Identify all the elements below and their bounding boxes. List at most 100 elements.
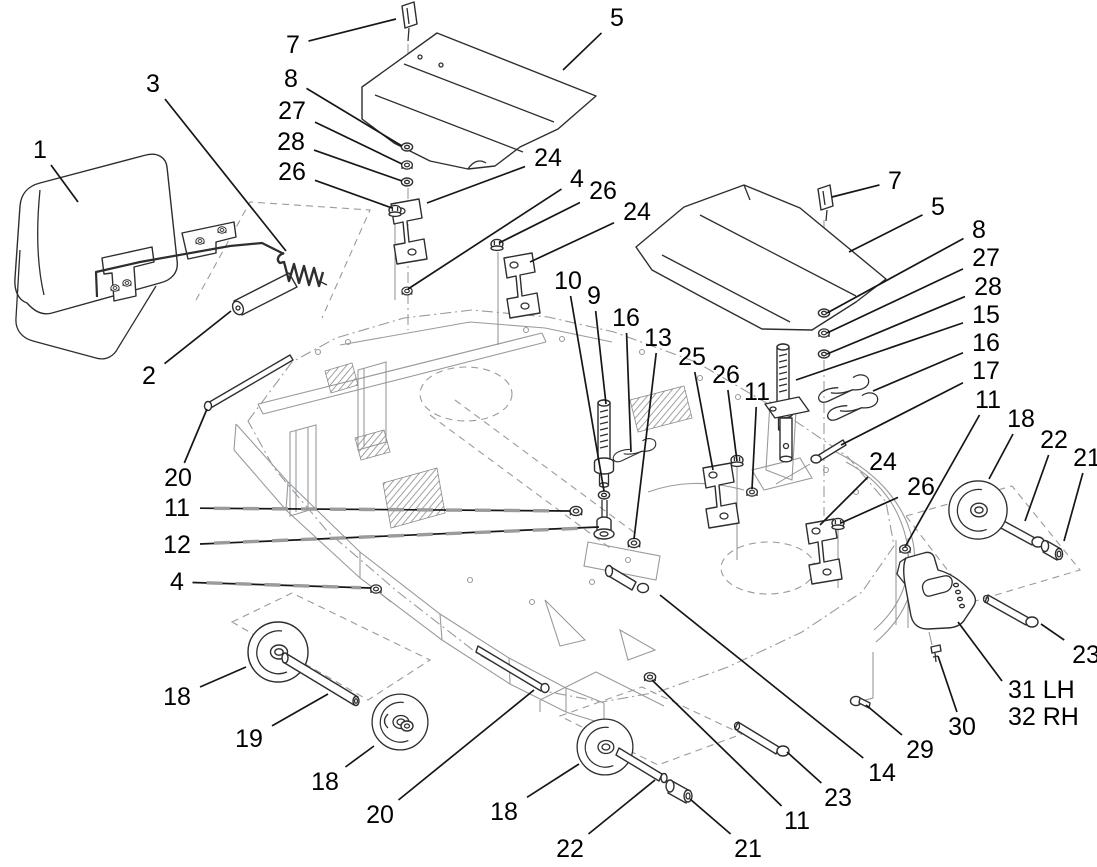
callout-24: 24 — [819, 448, 897, 526]
gauge-wheels — [203, 354, 1008, 804]
leader-line — [562, 32, 603, 71]
axle-bolt — [615, 747, 663, 782]
leader-line — [164, 98, 287, 252]
leader-line — [397, 689, 535, 801]
warning-decal — [382, 467, 446, 529]
leader-line — [1040, 623, 1065, 641]
leader-line — [826, 295, 966, 355]
cover-rod — [94, 241, 285, 298]
leader-line — [633, 352, 658, 540]
part-number-label: 11 — [164, 494, 190, 522]
leader-line-dashed-overlay — [206, 581, 362, 590]
leader-line — [498, 201, 581, 244]
callout-17: 17 — [840, 357, 1000, 446]
leader-line — [840, 496, 899, 524]
part-number-label: 26 — [589, 177, 617, 205]
leader-line — [344, 745, 375, 768]
callout-24: 24 — [426, 144, 562, 204]
callout-26: 26 — [840, 473, 935, 524]
torsion-spring — [276, 251, 325, 288]
blade-opening-left — [419, 366, 513, 422]
leader-line — [848, 214, 923, 253]
callout-8: 8 — [826, 216, 986, 314]
part-number-label: 18 — [1007, 405, 1035, 433]
mount-plate-outline — [195, 201, 371, 319]
callout-30: 30 — [937, 655, 976, 741]
leader-line — [840, 381, 964, 446]
callout-13: 13 — [633, 324, 672, 540]
part-number-label: 4 — [570, 165, 584, 193]
callout-22: 22 — [1024, 426, 1068, 522]
part-number-label: 24 — [869, 448, 897, 476]
belt-cover — [14, 153, 179, 315]
leader-line — [50, 164, 79, 203]
part-number-label: 27 — [972, 244, 1000, 272]
callout-19: 19 — [235, 693, 329, 753]
callout-21: 21 — [1063, 444, 1097, 542]
part-number-label: 32 RH — [1008, 703, 1079, 731]
leader-line — [526, 763, 580, 798]
leader-line — [407, 188, 562, 290]
leader-line — [271, 693, 329, 727]
side-height-bracket — [849, 513, 1064, 709]
part-number-label: 20 — [366, 801, 394, 829]
part-number-label: 22 — [1040, 426, 1068, 454]
part-number-label: 11 — [784, 807, 810, 835]
leader-line — [872, 351, 964, 392]
callout-2: 2 — [142, 310, 232, 390]
warning-decal — [324, 362, 359, 394]
part-number-label: 1 — [33, 136, 47, 164]
deck-bolt-holes — [314, 326, 860, 606]
part-number-label: 21 — [734, 835, 762, 863]
part-number-label: 31 LH — [1008, 676, 1075, 704]
leader-line — [308, 18, 397, 42]
leader-line — [826, 237, 964, 314]
callout-18: 18 — [163, 666, 247, 711]
callout-12: 12 — [163, 526, 600, 559]
leader-line — [314, 121, 403, 165]
callout-7: 7 — [286, 18, 397, 59]
callout-9: 9 — [587, 282, 607, 405]
leader-line — [313, 149, 403, 182]
callout-24: 24 — [529, 198, 651, 263]
hinge-pin — [817, 184, 834, 211]
callout-18: 18 — [311, 745, 375, 796]
callout-26: 26 — [278, 158, 393, 209]
part-number-label: 13 — [644, 324, 672, 352]
callout-28: 28 — [826, 273, 1002, 355]
callout-21: 21 — [689, 798, 762, 863]
part-number-label: 18 — [490, 798, 518, 826]
callout-20: 20 — [164, 408, 208, 492]
leader-line — [751, 406, 758, 490]
rod — [475, 645, 544, 692]
leader-line — [587, 779, 656, 835]
part-number-label: 18 — [311, 768, 339, 796]
part-number-label: 7 — [888, 167, 902, 195]
leader-line — [529, 221, 615, 263]
leader-line — [569, 295, 605, 492]
discharge-deflector-right — [635, 184, 887, 359]
bolt — [930, 644, 942, 654]
callout-20: 20 — [366, 689, 535, 829]
part-number-label: 17 — [972, 357, 1000, 385]
callout-26: 26 — [712, 361, 740, 462]
callout-16: 16 — [872, 329, 1000, 392]
leader-line — [689, 798, 732, 835]
part-number-label: 23 — [1072, 641, 1097, 669]
part-number-label: 18 — [163, 683, 191, 711]
callout-18: 18 — [490, 763, 580, 826]
part-number-label: 21 — [1073, 444, 1097, 472]
callout-26: 26 — [498, 177, 617, 244]
part-number-label: 5 — [610, 4, 624, 32]
leader-line — [904, 414, 981, 548]
leader-line — [786, 751, 822, 784]
callout-22: 22 — [556, 779, 656, 863]
callout-11: 11 — [744, 378, 770, 490]
leader-line — [1024, 454, 1050, 522]
warning-decal — [354, 429, 391, 461]
callout-3: 3 — [146, 70, 287, 252]
callout-27: 27 — [826, 244, 1000, 334]
callout-8: 8 — [284, 65, 403, 147]
callout-5: 5 — [562, 4, 624, 71]
